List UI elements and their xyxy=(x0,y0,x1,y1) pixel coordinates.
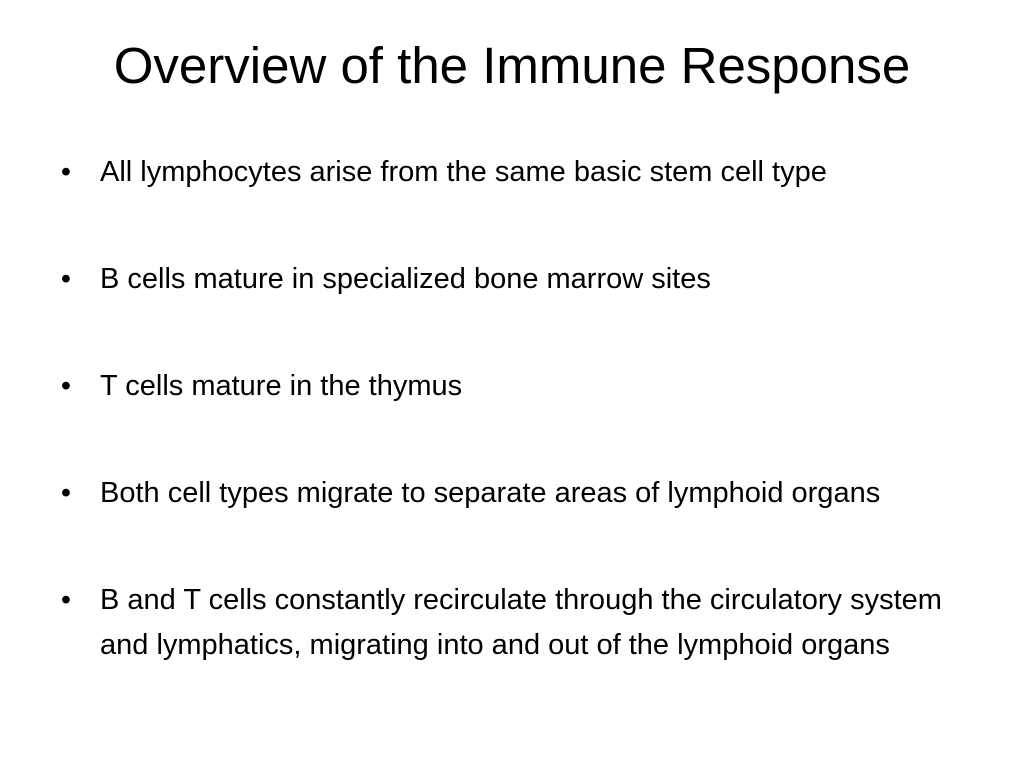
bullet-icon: • xyxy=(60,370,72,402)
slide-title: Overview of the Immune Response xyxy=(113,37,911,94)
bullet-item-3: • T cells mature in the thymus xyxy=(56,364,976,409)
bullet-item-1: • All lymphocytes arise from the same ba… xyxy=(56,150,976,195)
bullet-item-4: • Both cell types migrate to separate ar… xyxy=(56,471,976,516)
bullet-text: B cells mature in specialized bone marro… xyxy=(100,263,711,295)
bullet-text: Both cell types migrate to separate area… xyxy=(100,477,881,509)
bullet-text: B and T cells constantly recirculate thr… xyxy=(100,584,942,661)
bullet-list: • All lymphocytes arise from the same ba… xyxy=(56,150,976,668)
bullet-item-5: • B and T cells constantly recirculate t… xyxy=(56,578,976,668)
bullet-item-2: • B cells mature in specialized bone mar… xyxy=(56,257,976,302)
bullet-icon: • xyxy=(60,156,72,188)
bullet-icon: • xyxy=(60,263,72,295)
bullet-icon: • xyxy=(60,477,72,509)
bullet-text: T cells mature in the thymus xyxy=(100,370,463,402)
bullet-text: All lymphocytes arise from the same basi… xyxy=(100,156,827,188)
bullet-icon: • xyxy=(60,584,72,616)
